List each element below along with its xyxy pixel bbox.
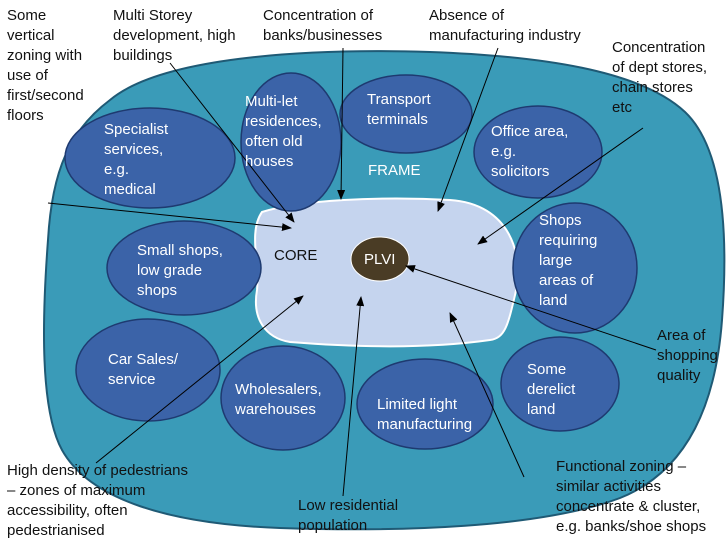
annotation-shopping-quality: Area of shopping quality [657,327,718,384]
annotation-pedestrians: High density of pedestrians – zones of m… [7,462,188,539]
zone-derelict-label: Some derelict land [527,361,576,418]
arrow-low-residential [342,296,365,497]
zone-car-sales-label: Car Sales/ service [108,351,179,388]
zone-small-shops-label: Small shops, low grade shops [137,242,223,299]
zone-specialist [64,107,236,209]
zone-multi-let [240,72,342,212]
arrow-shopping-quality [405,265,657,351]
zone-office-label: Office area, e.g. solicitors [491,123,569,180]
zone-small-shops [106,220,262,316]
annotation-low-residential: Low residential population [298,497,399,534]
arrow-banks [337,47,346,200]
arrow-functional-zoning [449,312,525,478]
arrow-multi-storey [169,62,295,223]
annotation-banks: Concentration of banks/businesses [263,7,383,44]
arrow-pedestrians [95,295,304,464]
frame-label: FRAME [368,162,421,179]
zone-office [473,105,603,199]
zone-derelict [500,336,620,432]
zone-multi-let-label: Multi-let residences, often old houses [245,93,322,170]
core-label: CORE [274,247,318,264]
annotation-dept-stores: Concentration of dept stores, chain stor… [612,39,708,116]
annotation-vertical-zoning: Some vertical zoning with use of first/s… [7,7,84,124]
zone-light-manufacturing [356,358,494,450]
plvi-label: PLVI [364,251,396,268]
annotation-no-industry: Absence of manufacturing industry [429,7,581,44]
zone-wholesalers [220,345,346,451]
zone-specialist-label: Specialist services, e.g. medical [104,121,169,198]
plvi-zone [350,236,410,282]
annotation-functional-zoning: Functional zoning – similar activities c… [556,458,707,535]
zone-wholesalers-label: Wholesalers, warehouses [235,381,322,418]
zone-transport-label: Transport terminals [367,91,431,128]
zone-shops-large-label: Shops requiring large areas of land [539,212,598,309]
arrow-vertical-zoning [47,202,292,232]
annotation-multi-storey: Multi Storey development, high buildings [113,7,236,64]
arrow-dept-stores [477,127,644,245]
zone-shops-large [512,202,638,334]
arrow-no-industry [437,47,499,212]
zone-light-manufacturing-label: Limited light manufacturing [377,396,473,433]
zone-transport [339,74,473,154]
